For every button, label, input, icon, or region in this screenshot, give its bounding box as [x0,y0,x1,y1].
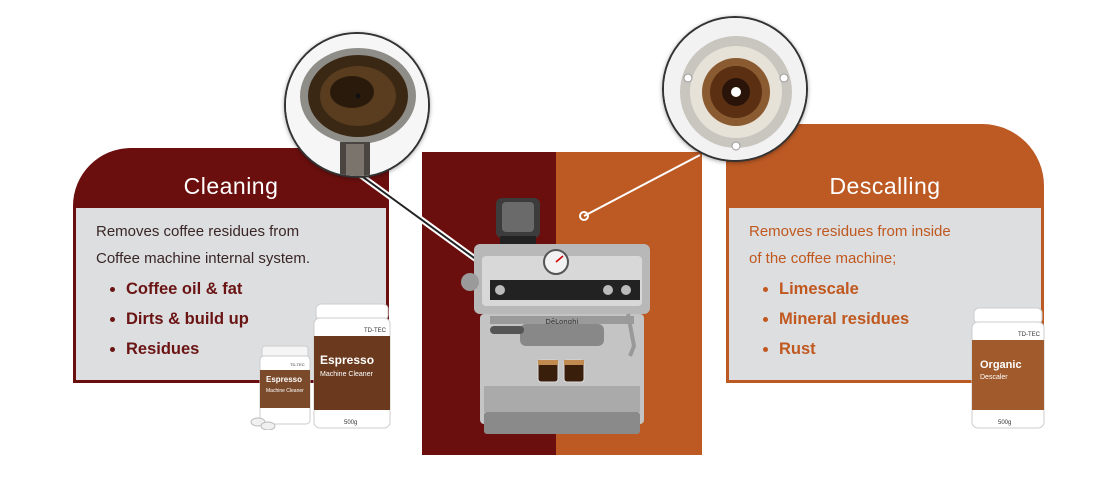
descaling-list: Limescale Mineral residues Rust [749,274,1023,364]
cleaning-title: Cleaning [183,173,279,199]
tub-large-name: Espresso [320,353,374,367]
tub-large-weight: 500g [344,420,357,426]
cleaning-description-1: Removes coffee residues from [96,223,300,240]
tub-small-brand: TD-TEC [290,362,305,367]
descaler-brand: TD-TEC [1018,332,1041,338]
espresso-machine: DēLonghi [460,196,660,436]
descaling-item: Limescale [779,274,1023,304]
cleaning-item: Coffee oil & fat [126,274,368,304]
descaling-item: Rust [779,334,1023,364]
cleaning-item: Dirts & build up [126,304,368,334]
cleaning-item: Residues [126,334,368,364]
descaler-weight: 500g [998,420,1011,426]
descaling-title: Descalling [829,173,941,199]
tub-large-sub: Machine Cleaner [320,371,374,378]
espresso-cleaner-tub: Espresso Machine Cleaner TD-TEC 500g [312,302,392,432]
group-head-photo [662,16,808,162]
descaler-name: Organic [980,359,1022,371]
machine-brand: DēLonghi [545,318,578,326]
organic-descaler-tub: Organic Descaler TD-TEC 500g [970,306,1046,432]
tub-large-brand: TD-TEC [364,328,387,334]
portafilter-photo [284,32,430,178]
descaling-item: Mineral residues [779,304,1023,334]
cleaning-description-2: Coffee machine internal system. [96,250,310,267]
descaling-description-1: Removes residues from inside [749,223,951,240]
tub-small-name: Espresso [266,375,302,384]
tub-small-sub: Machine Cleaner [266,388,304,394]
cleaning-list: Coffee oil & fat Dirts & build up Residu… [96,274,368,364]
descaler-sub: Descaler [980,374,1008,381]
descaling-description-2: of the coffee machine; [749,250,897,267]
espresso-cleaner-tablets: Espresso Machine Cleaner TD-TEC [250,342,316,431]
